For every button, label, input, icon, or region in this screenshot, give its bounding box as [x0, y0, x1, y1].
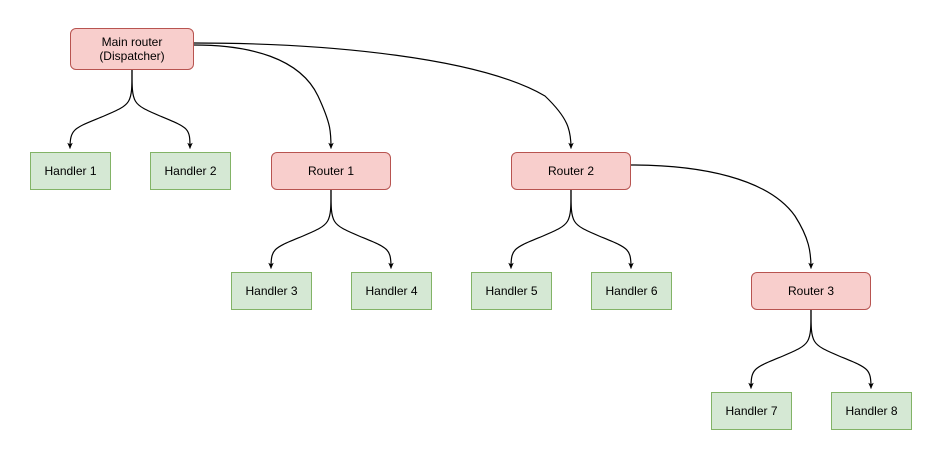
node-handler-3[interactable]: Handler 3 — [231, 272, 312, 310]
edge-main-router-to-handler-1 — [67, 69, 133, 149]
node-handler-5[interactable]: Handler 5 — [471, 272, 552, 310]
node-label-handler-2: Handler 2 — [164, 164, 217, 178]
node-router-2[interactable]: Router 2 — [511, 152, 631, 190]
node-label-router-2: Router 2 — [547, 164, 595, 178]
edge-main-router-to-router-1 — [193, 44, 334, 149]
node-handler-8[interactable]: Handler 8 — [831, 392, 912, 430]
edge-main-router-to-handler-2 — [131, 69, 193, 149]
edge-paths — [67, 42, 874, 389]
edge-router-1-to-handler-4 — [330, 189, 394, 269]
edge-router-2-to-router-3 — [630, 164, 814, 269]
edge-main-router-to-router-2 — [193, 42, 574, 149]
node-label-handler-6: Handler 6 — [605, 284, 658, 298]
node-label-handler-7: Handler 7 — [725, 404, 778, 418]
node-router-3[interactable]: Router 3 — [751, 272, 871, 310]
node-handler-2[interactable]: Handler 2 — [150, 152, 231, 190]
edge-router-3-to-handler-8 — [810, 309, 874, 389]
node-handler-4[interactable]: Handler 4 — [351, 272, 432, 310]
edge-router-1-to-handler-3 — [268, 189, 332, 269]
node-label-router-3: Router 3 — [787, 284, 835, 298]
node-handler-6[interactable]: Handler 6 — [591, 272, 672, 310]
node-label-router-1: Router 1 — [307, 164, 355, 178]
node-handler-1[interactable]: Handler 1 — [30, 152, 111, 190]
node-label-handler-1: Handler 1 — [44, 164, 97, 178]
node-label-main-router: Main router (Dispatcher) — [99, 35, 165, 63]
edge-router-3-to-handler-7 — [748, 309, 812, 389]
node-handler-7[interactable]: Handler 7 — [711, 392, 792, 430]
node-label-handler-8: Handler 8 — [845, 404, 898, 418]
edge-router-2-to-handler-6 — [570, 189, 634, 269]
edge-router-2-to-handler-5 — [508, 189, 572, 269]
node-main-router[interactable]: Main router (Dispatcher) — [70, 28, 194, 70]
node-label-handler-4: Handler 4 — [365, 284, 418, 298]
node-label-handler-5: Handler 5 — [485, 284, 538, 298]
node-label-handler-3: Handler 3 — [245, 284, 298, 298]
node-router-1[interactable]: Router 1 — [271, 152, 391, 190]
